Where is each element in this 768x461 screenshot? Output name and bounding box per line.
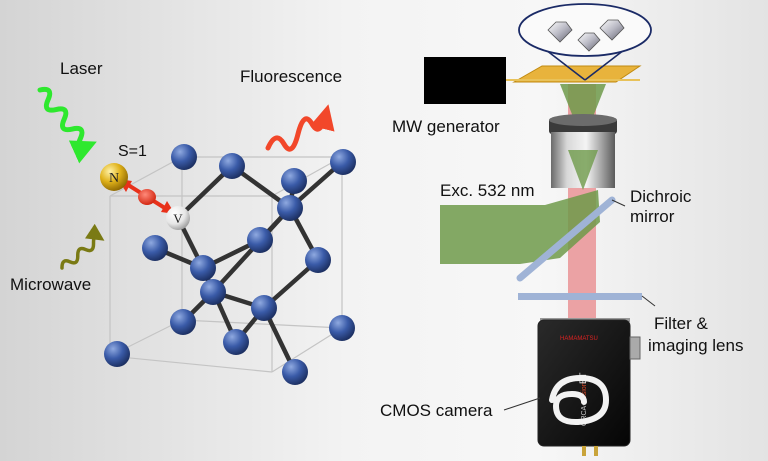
optical-setup: MW generator Exc. 532 nm Dichroic mirror… xyxy=(380,3,743,456)
nitrogen-label: N xyxy=(109,171,119,186)
cmos-label: CMOS camera xyxy=(380,401,493,420)
dichroic-label-line2: mirror xyxy=(630,207,675,226)
cmos-pointer xyxy=(503,397,541,411)
camera-connector xyxy=(582,446,586,456)
filter-label-line2: imaging lens xyxy=(648,336,743,355)
microwave-wave: Microwave xyxy=(10,223,105,294)
camera-brand: HAMAMATSU xyxy=(560,336,598,342)
camera-connector xyxy=(594,446,598,456)
carbon-atom xyxy=(223,329,249,355)
carbon-atom xyxy=(219,153,245,179)
carbon-atom xyxy=(170,309,196,335)
nanodiamond-icon xyxy=(577,32,601,52)
microwave-label: Microwave xyxy=(10,275,91,294)
camera-model-name: Fusion xyxy=(581,382,588,403)
camera-logo-swirl xyxy=(549,374,610,426)
carbon-atom xyxy=(277,195,303,221)
excitation-focus xyxy=(560,84,606,142)
nanodiamond-icon xyxy=(547,21,573,43)
carbon-atom xyxy=(104,341,130,367)
filter-pointer xyxy=(641,295,656,307)
carbon-atoms xyxy=(104,144,356,385)
zoom-ellipse xyxy=(518,3,652,57)
dichroic-mirror xyxy=(516,196,616,282)
laser-wave: Laser xyxy=(37,59,103,164)
cmos-camera: HAMAMATSU ORCA-Fusion BT xyxy=(537,318,641,456)
filter-lens xyxy=(518,293,642,300)
carbon-atom xyxy=(142,235,168,261)
carbon-atom xyxy=(200,279,226,305)
excitation-cone xyxy=(568,150,598,190)
nitrogen-atom: N xyxy=(100,163,128,191)
laser-label: Laser xyxy=(60,59,103,78)
excitation-label: Exc. 532 nm xyxy=(440,181,535,200)
svg-text:ORCA-Fusion: ORCA-Fusion xyxy=(581,382,588,426)
carbon-atom xyxy=(281,168,307,194)
carbon-atom xyxy=(190,255,216,281)
camera-side-port xyxy=(629,336,641,360)
vacancy-label: V xyxy=(173,211,183,226)
mw-generator-box xyxy=(424,57,506,104)
camera-model-prefix: ORCA- xyxy=(581,403,588,426)
dichroic-pointer xyxy=(611,199,626,207)
carbon-atom xyxy=(251,295,277,321)
carbon-atom xyxy=(282,359,308,385)
nanodiamond-icons xyxy=(547,19,625,52)
filter-label-line1: Filter & xyxy=(654,314,709,333)
electron-spin-icon xyxy=(138,189,156,205)
diamond-lattice: N V S=1 xyxy=(100,143,356,385)
fluorescence-label: Fluorescence xyxy=(240,67,342,86)
dichroic-label-line1: Dichroic xyxy=(630,187,692,206)
carbon-atom xyxy=(171,144,197,170)
vacancy-site: V xyxy=(166,206,190,230)
carbon-atom xyxy=(247,227,273,253)
fluorescence-wave: Fluorescence xyxy=(240,67,342,152)
carbon-atom xyxy=(329,315,355,341)
mw-generator-label: MW generator xyxy=(392,117,500,136)
nanodiamond-icon xyxy=(599,19,625,41)
carbon-atom xyxy=(330,149,356,175)
spin-label: S=1 xyxy=(118,143,147,160)
carbon-atom xyxy=(305,247,331,273)
